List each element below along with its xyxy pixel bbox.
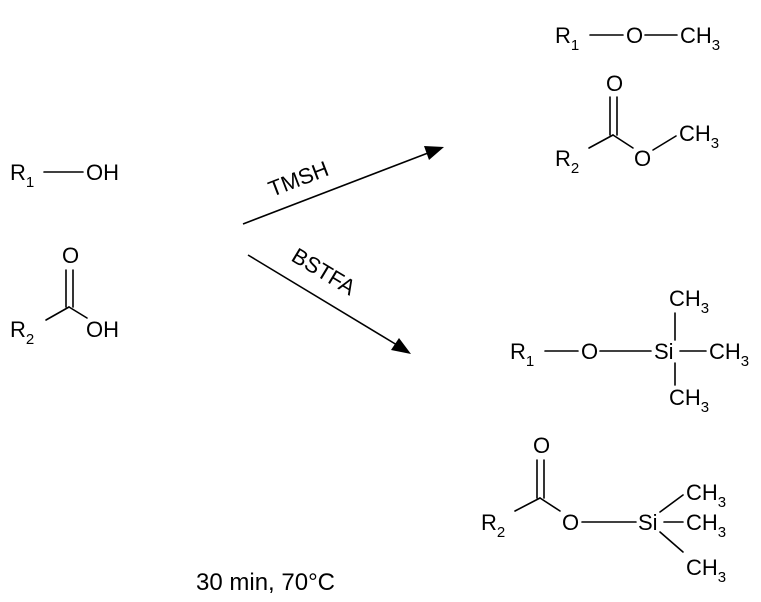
silyl-ether-r-label: R1 bbox=[510, 339, 534, 370]
methyl-ester-o-c-bond bbox=[652, 135, 677, 151]
reagent-tmsh: TMSH bbox=[265, 156, 332, 202]
silyl-ether-product: CH3 R1 O Si CH3 CH3 bbox=[510, 286, 749, 416]
alcohol-reactant: R1 OH bbox=[10, 160, 119, 191]
alcohol-r-label: R1 bbox=[10, 160, 34, 191]
tmsh-arrowhead bbox=[424, 146, 444, 160]
silyl-ether-ch3-right-label: CH3 bbox=[709, 339, 749, 370]
bstfa-arrow: BSTFA bbox=[247, 243, 411, 354]
methyl-ester-o-label: O bbox=[634, 146, 651, 171]
silyl-ester-si-label: Si bbox=[638, 510, 658, 535]
silyl-ether-ch3-bottom-label: CH3 bbox=[669, 385, 709, 416]
methyl-ester-r-label: R2 bbox=[555, 146, 579, 177]
bstfa-arrowhead bbox=[391, 338, 411, 354]
acid-r-c-bond bbox=[45, 306, 70, 321]
silyl-ether-si-label: Si bbox=[654, 339, 674, 364]
silyl-ester-ch3-bottom-label: CH3 bbox=[686, 555, 726, 586]
silyl-ether-ch3-top-label: CH3 bbox=[669, 286, 709, 317]
silyl-ether-o-label: O bbox=[581, 339, 598, 364]
silyl-ester-ch3-top-label: CH3 bbox=[686, 480, 726, 511]
acid-r-label: R2 bbox=[10, 317, 34, 348]
methyl-ester-product: O R2 O CH3 bbox=[555, 71, 719, 177]
acid-oh-label: OH bbox=[86, 317, 119, 342]
methyl-ester-r-c-bond bbox=[588, 134, 614, 149]
acid-c-oh-bond bbox=[68, 306, 88, 319]
alcohol-oh-label: OH bbox=[86, 160, 119, 185]
silyl-ester-si-ch3-top-bond bbox=[659, 494, 684, 513]
methyl-ether-product: R1 O CH3 bbox=[555, 23, 720, 54]
silyl-ester-c-o-bond bbox=[539, 497, 561, 512]
silyl-ester-o-label: O bbox=[562, 510, 579, 535]
tmsh-arrow: TMSH bbox=[242, 146, 444, 225]
methyl-ether-r-label: R1 bbox=[555, 23, 579, 54]
reaction-conditions: 30 min, 70°C bbox=[196, 569, 335, 596]
acid-reactant: O R2 OH bbox=[10, 243, 119, 348]
methyl-ether-o-label: O bbox=[626, 23, 643, 48]
acid-carbonyl-o-label: O bbox=[62, 243, 79, 268]
methyl-ether-ch3-label: CH3 bbox=[680, 23, 720, 54]
reagent-bstfa: BSTFA bbox=[287, 243, 360, 300]
methyl-ester-carbonyl-o-label: O bbox=[606, 71, 623, 96]
silyl-ester-r-c-bond bbox=[514, 497, 541, 512]
silyl-ester-product: O R2 O Si CH3 CH3 CH3 bbox=[481, 433, 726, 586]
silyl-ester-ch3-right-label: CH3 bbox=[686, 510, 726, 541]
methyl-ester-c-o-bond bbox=[612, 134, 634, 149]
methyl-ester-ch3-label: CH3 bbox=[679, 121, 719, 152]
silyl-ester-si-ch3-bottom-bond bbox=[659, 531, 684, 553]
silyl-ester-carbonyl-o-label: O bbox=[533, 433, 550, 458]
silyl-ester-r-label: R2 bbox=[481, 510, 505, 541]
